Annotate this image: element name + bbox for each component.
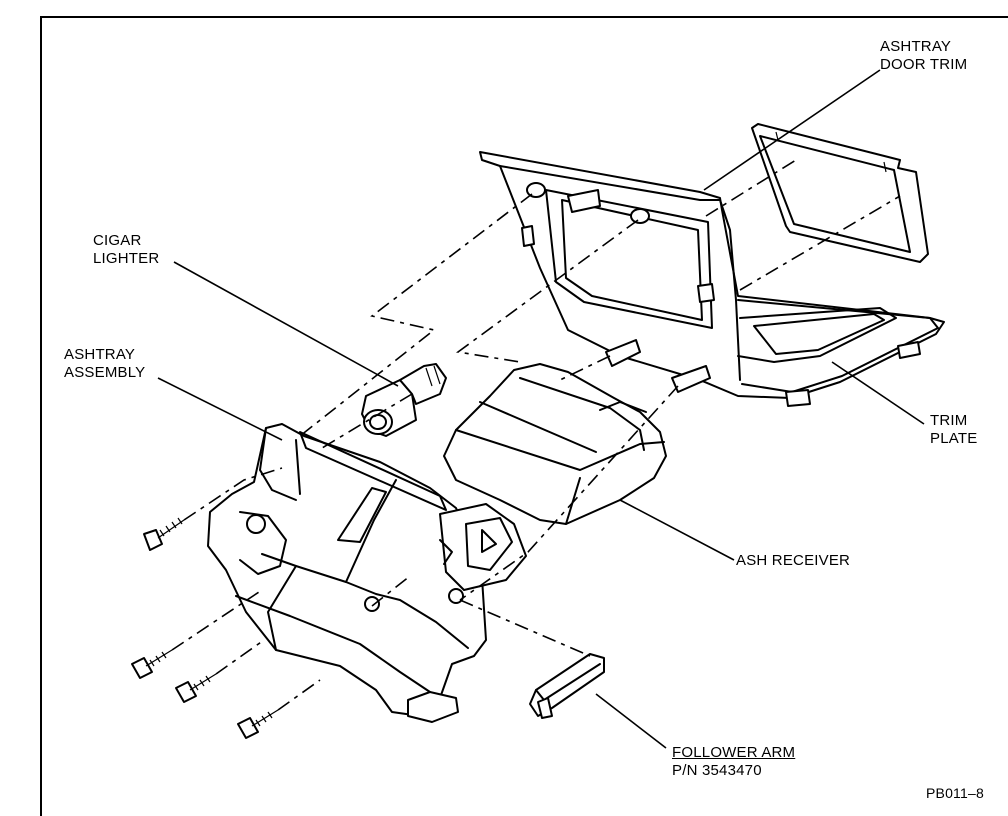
- ashtray-assembly-label-line2: ASSEMBLY: [64, 364, 146, 381]
- leader-lines: [157, 69, 925, 749]
- trim-plate-label-line1: TRIM: [930, 412, 968, 429]
- ashtray-assembly-part: [207, 423, 527, 723]
- ashtray-assembly-label: ASHTRAY ASSEMBLY: [64, 346, 145, 382]
- ashtray-door-trim-label-line1: ASHTRAY: [880, 38, 952, 55]
- ashtray-assembly-label-line1: ASHTRAY: [64, 346, 136, 363]
- trim-plate-part: [479, 151, 945, 407]
- cigar-lighter-part: [361, 363, 447, 437]
- screw-mid-left: [131, 649, 173, 679]
- follower-arm-part: [529, 653, 605, 719]
- cigar-lighter-label: CIGAR LIGHTER: [93, 232, 159, 268]
- ash-receiver-label: ASH RECEIVER: [736, 552, 851, 569]
- figure-code-label: PB011–8: [926, 785, 984, 801]
- ashtray-door-trim-label: ASHTRAY DOOR TRIM: [880, 38, 967, 74]
- follower-arm-label-line1: FOLLOWER ARM: [672, 744, 796, 761]
- part-number-label: P/N 3543470: [672, 762, 762, 779]
- assembly-alignment-lines: [171, 159, 901, 711]
- screw-mid: [175, 673, 217, 703]
- diagram-frame: [40, 16, 1008, 816]
- screw-bottom: [237, 709, 279, 739]
- trim-plate-label-line2: PLATE: [930, 430, 978, 447]
- trim-plate-label: TRIM PLATE: [930, 412, 977, 448]
- screw-top: [143, 517, 185, 551]
- ashtray-door-trim-label-line2: DOOR TRIM: [880, 56, 968, 73]
- ashtray-door-trim-part: [751, 123, 929, 263]
- ash-receiver-part: [443, 363, 667, 525]
- cigar-lighter-label-line2: LIGHTER: [93, 250, 160, 267]
- follower-arm-label: FOLLOWER ARM P/N 3543470: [672, 744, 795, 780]
- cigar-lighter-label-line1: CIGAR: [93, 232, 142, 249]
